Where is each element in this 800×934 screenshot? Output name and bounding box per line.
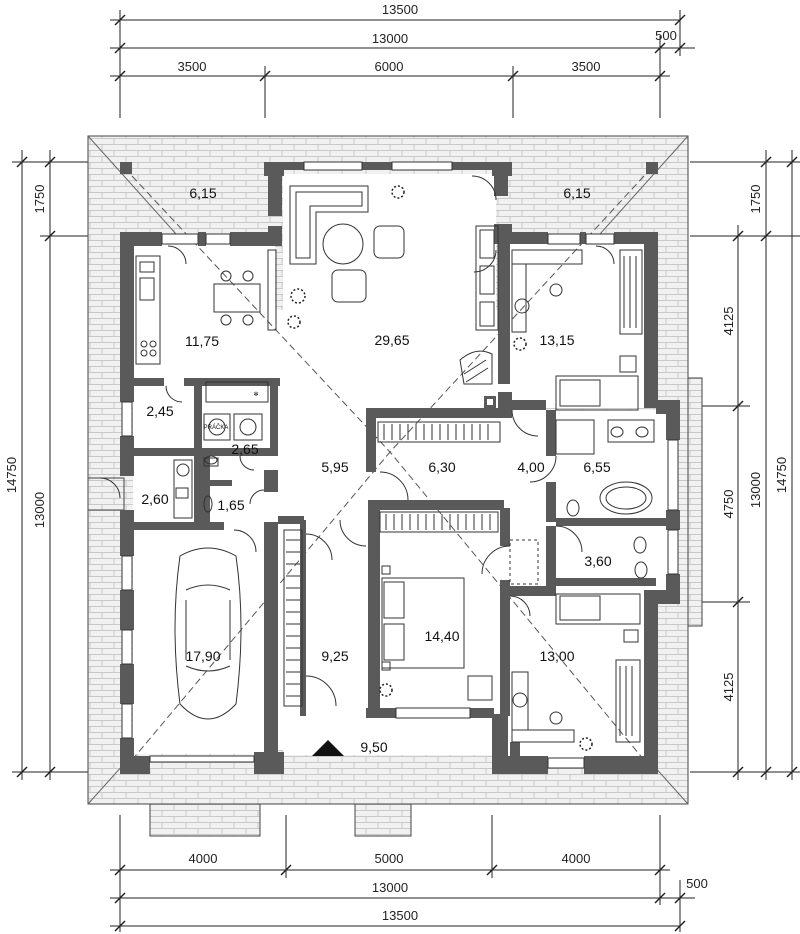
right-dimensions: 1750 4125 4750 4125 13000 14750 — [690, 150, 800, 780]
room-laundry: 2,65 — [231, 441, 258, 457]
dim-bottom-seg-2: 5000 — [375, 851, 404, 866]
room-bathroom: 6,55 — [583, 459, 610, 475]
doors — [99, 175, 615, 707]
room-bedroom-master: 14,40 — [424, 628, 459, 644]
top-dimensions: 13500 13000 500 3500 6000 3500 — [110, 2, 695, 118]
dim-bottom-seg-1: 4000 — [189, 851, 218, 866]
dim-left-offset: 1750 — [32, 185, 47, 214]
dim-top-seg-3: 3500 — [572, 59, 601, 74]
dim-right-overall: 14750 — [774, 457, 789, 493]
room-bedroom-se: 13,00 — [539, 648, 574, 664]
svg-text:✻: ✻ — [253, 391, 258, 398]
dim-top-inner: 13000 — [372, 31, 408, 46]
dim-right-inner: 13000 — [748, 472, 763, 508]
room-wc-small: 1,65 — [217, 497, 244, 513]
dim-top-overall: 13500 — [382, 2, 418, 17]
dim-right-seg-3: 4125 — [721, 673, 736, 702]
room-pantry: 2,45 — [146, 403, 173, 419]
dim-right-seg-1: 4125 — [721, 307, 736, 336]
room-living: 29,65 — [374, 332, 409, 348]
room-utility: 2,60 — [141, 491, 168, 507]
dim-bottom-seg-3: 4000 — [562, 851, 591, 866]
room-bedroom-ne: 13,15 — [539, 332, 574, 348]
dim-bottom-offset: 500 — [686, 876, 708, 891]
dim-top-seg-1: 3500 — [178, 59, 207, 74]
room-terrace-left: 6,15 — [189, 185, 216, 201]
windows — [121, 161, 679, 769]
room-corridor-small: 4,00 — [517, 459, 544, 475]
room-garage: 17,90 — [185, 648, 220, 664]
room-labels: 6,15 6,15 11,75 29,65 13,15 2,45 2,65 5,… — [141, 185, 611, 755]
dim-top-offset: 500 — [655, 28, 677, 43]
room-entrance: 9,50 — [360, 739, 387, 755]
laundry-label: PRÁČKA — [204, 424, 229, 431]
bottom-dimensions: 4000 5000 4000 13000 500 13500 — [110, 815, 708, 932]
room-kitchen: 11,75 — [185, 333, 219, 349]
walls — [120, 162, 680, 774]
entrance-arrow-icon — [312, 740, 344, 756]
room-corridor: 6,30 — [428, 459, 455, 475]
dim-left-overall: 14750 — [4, 457, 19, 493]
dim-top-seg-2: 6000 — [375, 59, 404, 74]
furniture: ✻ PRÁČKA — [135, 185, 655, 756]
room-vestibule: 9,25 — [321, 648, 348, 664]
room-wc: 3,60 — [584, 553, 611, 569]
dim-right-offset: 1750 — [748, 185, 763, 214]
room-hall: 5,95 — [321, 459, 348, 475]
room-terrace-right: 6,15 — [563, 185, 590, 201]
dim-bottom-inner: 13000 — [372, 880, 408, 895]
dim-right-seg-2: 4750 — [721, 490, 736, 519]
dim-left-inner: 13000 — [32, 492, 47, 528]
dim-bottom-overall: 13500 — [382, 908, 418, 923]
